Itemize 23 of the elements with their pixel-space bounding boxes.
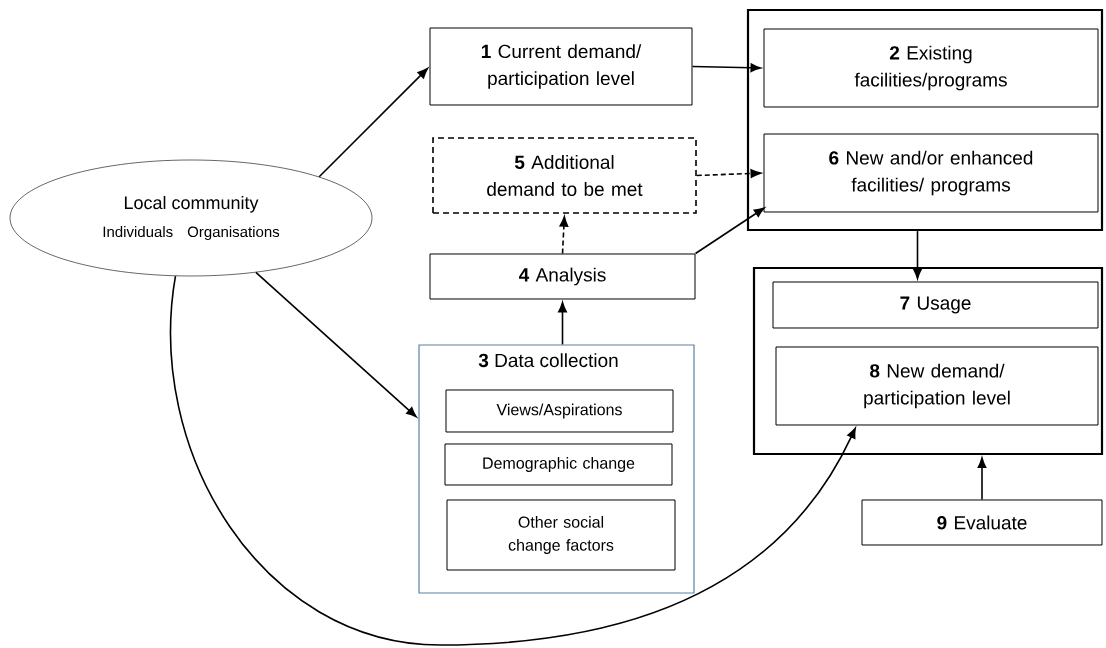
process-box: Other social change factors	[446, 499, 676, 571]
process-box: Demographic change	[444, 443, 673, 486]
group-frame	[746, 8, 1104, 232]
arrow	[694, 207, 765, 255]
arrow	[913, 230, 922, 280]
group-frame	[752, 266, 1104, 456]
arrow	[318, 68, 429, 178]
arrow	[558, 301, 567, 346]
process-box: 1 Current demand/ participation level	[429, 27, 693, 106]
arrow	[691, 63, 762, 73]
process-box: 2 Existing facilities/programs	[763, 28, 1099, 108]
arrow	[977, 457, 987, 501]
arrow	[255, 271, 417, 418]
arrow	[696, 169, 762, 178]
process-box: 4 Analysis	[429, 253, 696, 300]
process-box: 6 New and/or enhanced facilities/ programs	[763, 133, 1099, 213]
process-box: Views/Aspirations	[445, 389, 674, 433]
process-box: 7 Usage	[772, 281, 1099, 329]
arrow	[170, 275, 856, 646]
arrow	[559, 216, 569, 255]
process-box: 9 Evaluate	[861, 499, 1103, 546]
process-box: 5 Additional demand to be met	[432, 137, 697, 214]
process-box: 8 New demand/ participation level	[775, 346, 1099, 426]
